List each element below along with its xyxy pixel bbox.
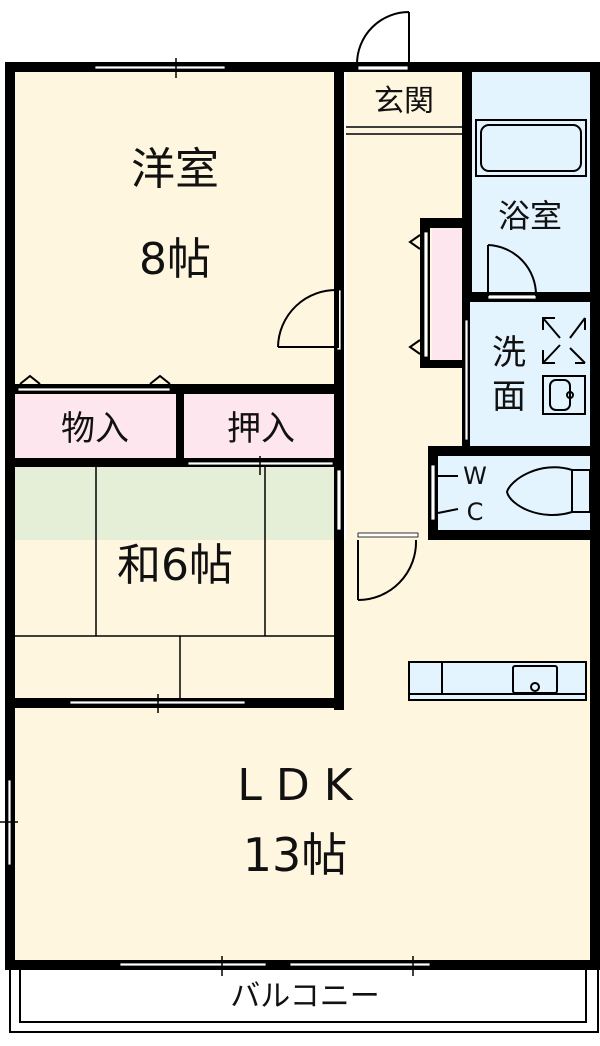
door-swings[interactable] <box>19 11 538 601</box>
windows <box>0 58 537 976</box>
room-label-japanese: 和6帖 <box>117 540 233 591</box>
room-label-closet: 押入 <box>227 409 295 449</box>
western-room-area <box>12 70 338 386</box>
room-size-western: 8帖 <box>139 234 211 285</box>
tatami-lines <box>12 466 338 702</box>
ldk-area <box>12 540 590 964</box>
shoe-cabinet <box>432 228 466 362</box>
kitchen-counter <box>408 661 587 701</box>
storage-area <box>12 394 176 460</box>
washroom-area <box>470 300 590 448</box>
room-label-ldk: L D K <box>237 760 353 811</box>
toilet-fixture <box>437 466 591 517</box>
room-label-toilet-2: C <box>466 498 484 526</box>
bath-area <box>470 70 590 296</box>
room-label-toilet-1: W <box>463 462 487 490</box>
balcony <box>9 970 599 1033</box>
room-label-washroom-1: 洗 <box>492 333 526 373</box>
washroom-fixtures <box>542 317 586 415</box>
closet-area <box>184 394 338 460</box>
room-size-ldk: 13帖 <box>242 828 348 882</box>
entrance-step <box>346 126 462 135</box>
ldk-area-lower <box>346 536 590 546</box>
room-label-entrance: 玄関 <box>374 84 434 119</box>
room-label-washroom-2: 面 <box>492 377 526 417</box>
bathtub <box>475 119 587 177</box>
room-label-western: 洋室 <box>131 144 219 195</box>
toilet-area <box>436 452 590 532</box>
room-label-bath: 浴室 <box>497 197 562 235</box>
room-label-storage: 物入 <box>61 409 129 449</box>
room-label-balcony: バルコニー <box>230 979 380 1014</box>
